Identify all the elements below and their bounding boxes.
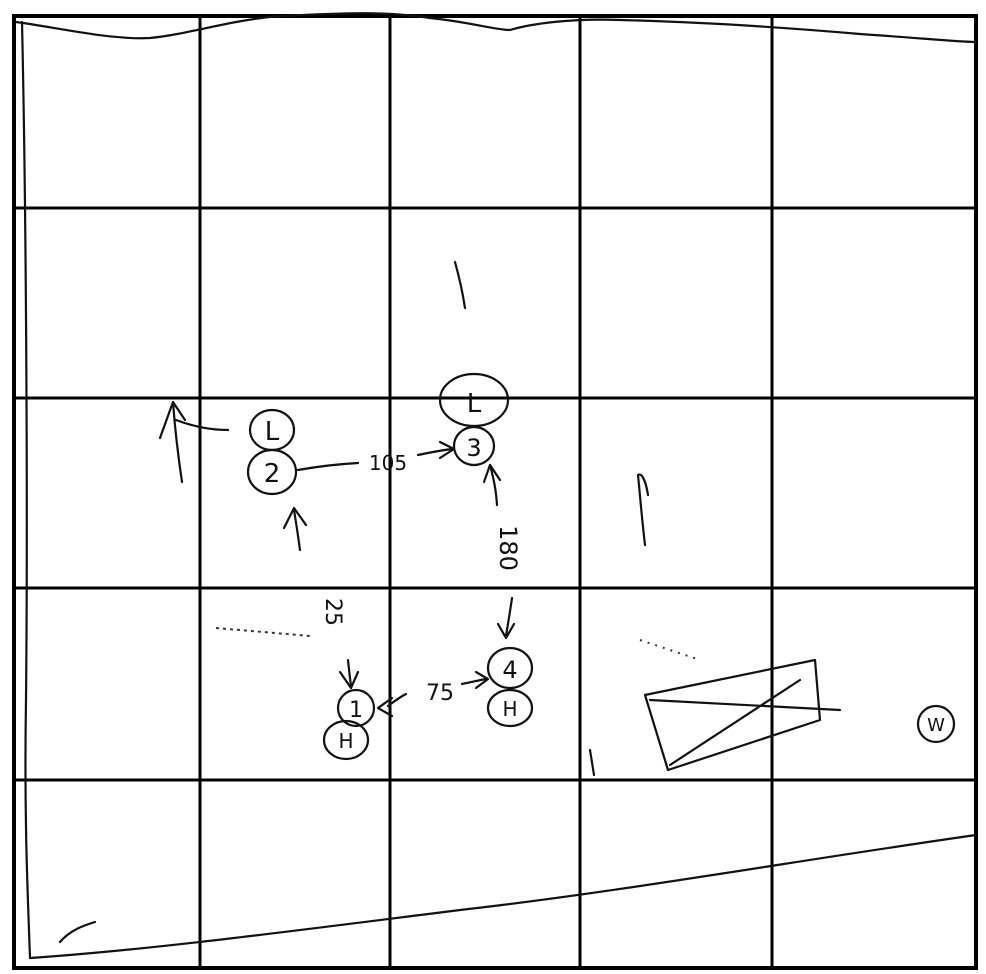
boundary-bottom (30, 835, 976, 958)
north-arrow (160, 402, 228, 482)
boundary-left (22, 22, 30, 958)
dotted-mark (216, 628, 310, 636)
node-sub-label: L (467, 389, 482, 419)
node-sub-label: H (502, 697, 517, 721)
node-label: 3 (466, 434, 481, 462)
node-2: L 1 2 (248, 410, 296, 494)
node-label: 2 (264, 459, 281, 489)
stroke-mark (455, 262, 465, 308)
w-label: W (927, 715, 945, 736)
edge-label: 180 (494, 525, 522, 571)
node-4: 4 H (488, 648, 532, 726)
edge-1-2: 25 (284, 508, 358, 688)
w-mark: W (918, 706, 954, 742)
edge-label: 105 (369, 451, 407, 475)
dotted-mark (640, 640, 700, 660)
stroke-mark (60, 922, 95, 942)
edge-2-3: 105 (298, 442, 454, 475)
stroke-mark (638, 474, 648, 545)
edge-label: 25 (320, 598, 345, 626)
node-sub-label: H (338, 729, 353, 753)
node-sub-label: L (265, 417, 280, 447)
edge-1-4: 75 (378, 672, 488, 716)
node-label: 1 (349, 698, 363, 723)
node-1: 1 H (324, 690, 374, 759)
node-label: 4 (502, 656, 517, 684)
edge-3-4: 180 (484, 465, 522, 638)
edge-label: 75 (426, 681, 454, 706)
building-sketch (590, 660, 840, 775)
